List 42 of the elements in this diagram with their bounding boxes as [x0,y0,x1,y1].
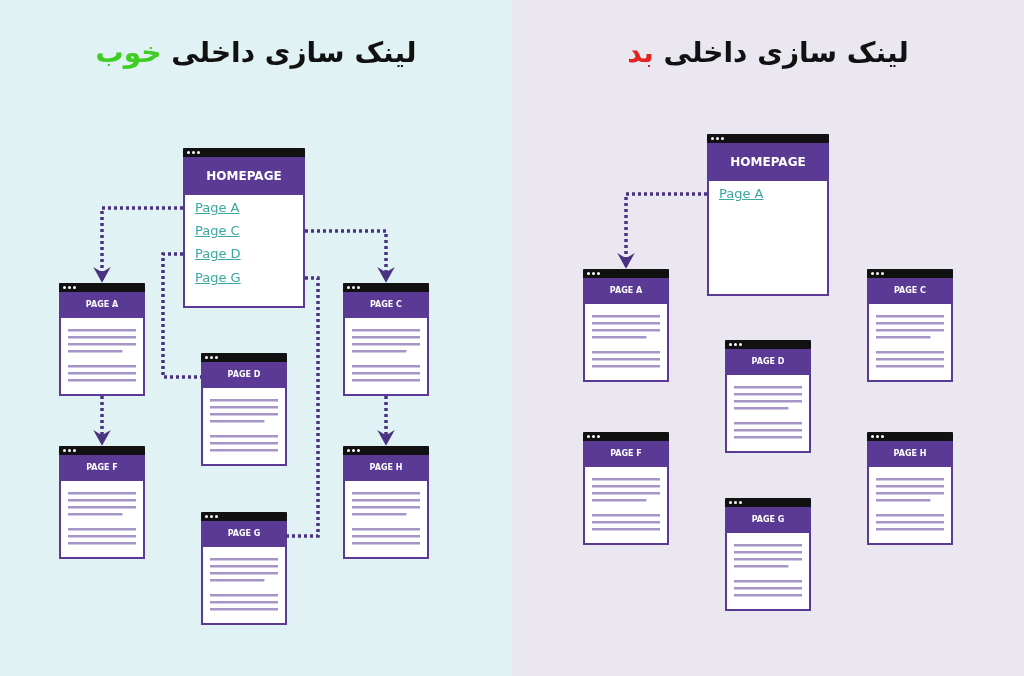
page-window [725,498,811,611]
panel-background [512,0,1024,676]
page-header: PAGE H [345,455,427,481]
dotted-arrow [93,206,183,283]
page-window [583,269,669,382]
dotted-arrow [93,396,111,446]
page-link: Page A [719,186,764,202]
page-window [201,353,287,466]
page-header: PAGE F [61,455,143,481]
page-window [725,340,811,453]
page-header: PAGE G [203,521,285,547]
homepage-window [707,134,829,296]
homepage-window [183,148,305,308]
page-window [201,512,287,625]
panel-title: لینک سازی داخلی خوب [94,36,418,69]
page-link: Page A [195,200,240,216]
page-header: HOMEPAGE [709,143,827,181]
dotted-arrow [617,192,707,269]
page-window [867,432,953,545]
page-header: PAGE D [203,362,285,388]
dotted-arrow [305,229,395,283]
page-window [59,283,145,396]
panel-background [0,0,512,676]
page-header: PAGE C [869,278,951,304]
page-header: PAGE F [585,441,667,467]
page-header: HOMEPAGE [185,157,303,195]
page-link: Page G [195,270,241,286]
page-header: PAGE D [727,349,809,375]
page-header: PAGE A [61,292,143,318]
page-header: PAGE A [585,278,667,304]
panel-title: لینک سازی داخلی بد [626,36,910,69]
page-window [59,446,145,559]
page-window [343,446,429,559]
page-link: Page C [195,223,240,239]
dotted-arrow [377,396,395,446]
page-header: PAGE G [727,507,809,533]
page-window [867,269,953,382]
page-header: PAGE H [869,441,951,467]
page-link: Page D [195,246,241,262]
page-window [583,432,669,545]
page-header: PAGE C [345,292,427,318]
page-window [343,283,429,396]
